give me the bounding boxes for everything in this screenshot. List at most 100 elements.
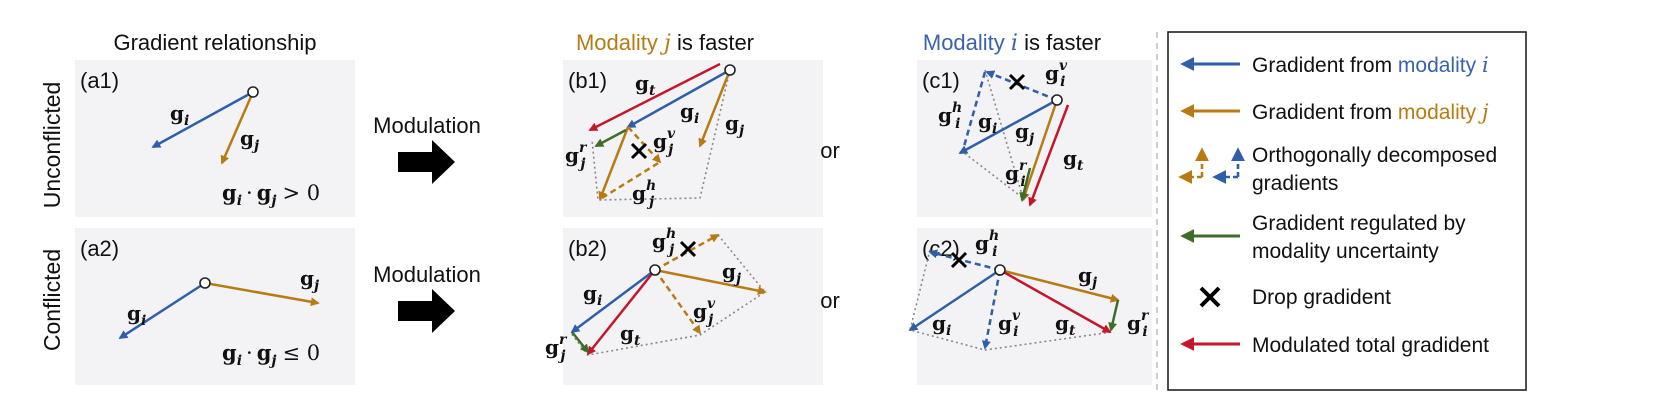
legend: Gradident from modality i Gradident from… — [1167, 31, 1527, 391]
panel-a1-background — [75, 60, 355, 217]
header-gradient-relationship: Gradient relationship — [113, 30, 316, 55]
label-gt: gt — [1055, 311, 1076, 339]
gj-h-component-line — [601, 160, 661, 200]
label-gi: gi — [583, 281, 602, 309]
gi-r-arrow — [1019, 167, 1032, 202]
legend-label-gradient-i: Gradident from modality i — [1252, 53, 1489, 77]
origin-point — [724, 64, 736, 76]
gi-arrow — [118, 281, 206, 340]
header-modality-j-faster: Modality j is faster — [576, 30, 754, 56]
gi-arrow — [626, 68, 731, 129]
origin-point — [199, 277, 211, 289]
or-label-top: or — [820, 138, 840, 163]
parallelogram-outline — [909, 249, 1113, 351]
modulation-label-bottom: Modulation — [373, 262, 481, 287]
gt-arrow — [1028, 104, 1070, 207]
drop-cross-icon — [1008, 73, 1026, 91]
modulation-arrow-bottom-icon — [398, 289, 455, 333]
gt-arrow — [586, 269, 656, 356]
panel-label-a2: (a2) — [80, 236, 119, 261]
label-gj: gj — [725, 111, 744, 139]
gi-arrow — [958, 98, 1058, 155]
gi-arrow — [570, 268, 656, 334]
legend-label-regulated-line1: Gradident regulated by — [1252, 212, 1466, 235]
gi-r-arrow — [1108, 299, 1120, 332]
gt-arrow — [999, 268, 1112, 334]
gj-v-component-arrow — [653, 269, 702, 335]
gj-h-component-arrow — [654, 233, 720, 272]
legend-item-regulated: Gradident regulated by modality uncertai… — [1180, 212, 1466, 263]
label-gj: gj — [1078, 263, 1097, 291]
drop-cross-icon — [950, 251, 968, 269]
legend-label-decomposed-line1: Orthogonally decomposed — [1252, 144, 1497, 167]
label-gi: gi — [680, 99, 699, 127]
panel-a2: (a2) gi gj gi·gj≤ 0 — [80, 236, 320, 369]
panel-label-c1: (c1) — [922, 68, 960, 93]
label-gj: gj — [1015, 119, 1034, 147]
legend-item-total: Modulated total gradident — [1180, 334, 1489, 357]
panel-c2-background — [917, 228, 1152, 385]
or-label-bottom: or — [820, 288, 840, 313]
modulation-arrow-top-icon — [398, 140, 455, 184]
dot-product-positive: gi·gj> 0 — [222, 180, 320, 209]
origin-point — [649, 264, 661, 276]
origin-point — [994, 264, 1006, 276]
modulation-label-top: Modulation — [373, 113, 481, 138]
dot-product-nonpositive: gi·gj≤ 0 — [222, 340, 320, 369]
label-gi: gi — [170, 101, 189, 129]
panel-label-b1: (b1) — [568, 68, 607, 93]
header-modality-i-faster: Modality i is faster — [923, 30, 1101, 56]
gi-h-component-line — [961, 71, 987, 151]
row-label-conflicted: Conflicted — [39, 249, 65, 351]
panel-a1: (a1) gi gj gi·gj> 0 — [80, 68, 320, 209]
gj-arrow — [220, 91, 255, 165]
label-gi: gi — [978, 109, 997, 137]
gi-h-component-arrow — [928, 249, 1001, 272]
legend-label-decomposed-line2: gradients — [1252, 172, 1338, 195]
gi-v-component-arrow — [985, 70, 1058, 102]
legend-item-gradient-i: Gradident from modality i — [1180, 53, 1489, 77]
drop-cross-icon — [1199, 286, 1221, 308]
legend-label-total: Modulated total gradident — [1252, 334, 1489, 357]
label-gt: gt — [620, 321, 641, 349]
label-gi: gi — [932, 311, 951, 339]
label-gt: gt — [635, 71, 656, 99]
label-gt: gt — [1063, 146, 1084, 174]
origin-point — [1051, 94, 1063, 106]
gj-arrow — [204, 281, 320, 307]
panel-label-b2: (b2) — [568, 236, 607, 261]
label-gj: gj — [240, 126, 259, 154]
label-gi: gi — [127, 301, 146, 329]
legend-box — [1167, 31, 1527, 391]
gi-arrow — [908, 268, 1001, 332]
gj-arrow — [698, 69, 732, 148]
gi-arrow — [151, 90, 254, 149]
legend-item-drop: Drop gradident — [1199, 286, 1391, 309]
panel-label-a1: (a1) — [80, 68, 119, 93]
gj-r-arrow — [594, 128, 627, 148]
legend-item-decomposed: Orthogonally decomposed gradients — [1178, 144, 1497, 195]
gj-r-arrow — [571, 331, 590, 354]
legend-label-drop: Drop gradident — [1252, 286, 1391, 309]
gj-arrow — [654, 268, 767, 296]
label-gj: gj — [300, 266, 319, 294]
legend-label-gradient-j: Gradident from modality j — [1252, 100, 1489, 124]
gt-arrow — [588, 62, 721, 132]
legend-label-regulated-line2: modality uncertainty — [1252, 240, 1439, 263]
